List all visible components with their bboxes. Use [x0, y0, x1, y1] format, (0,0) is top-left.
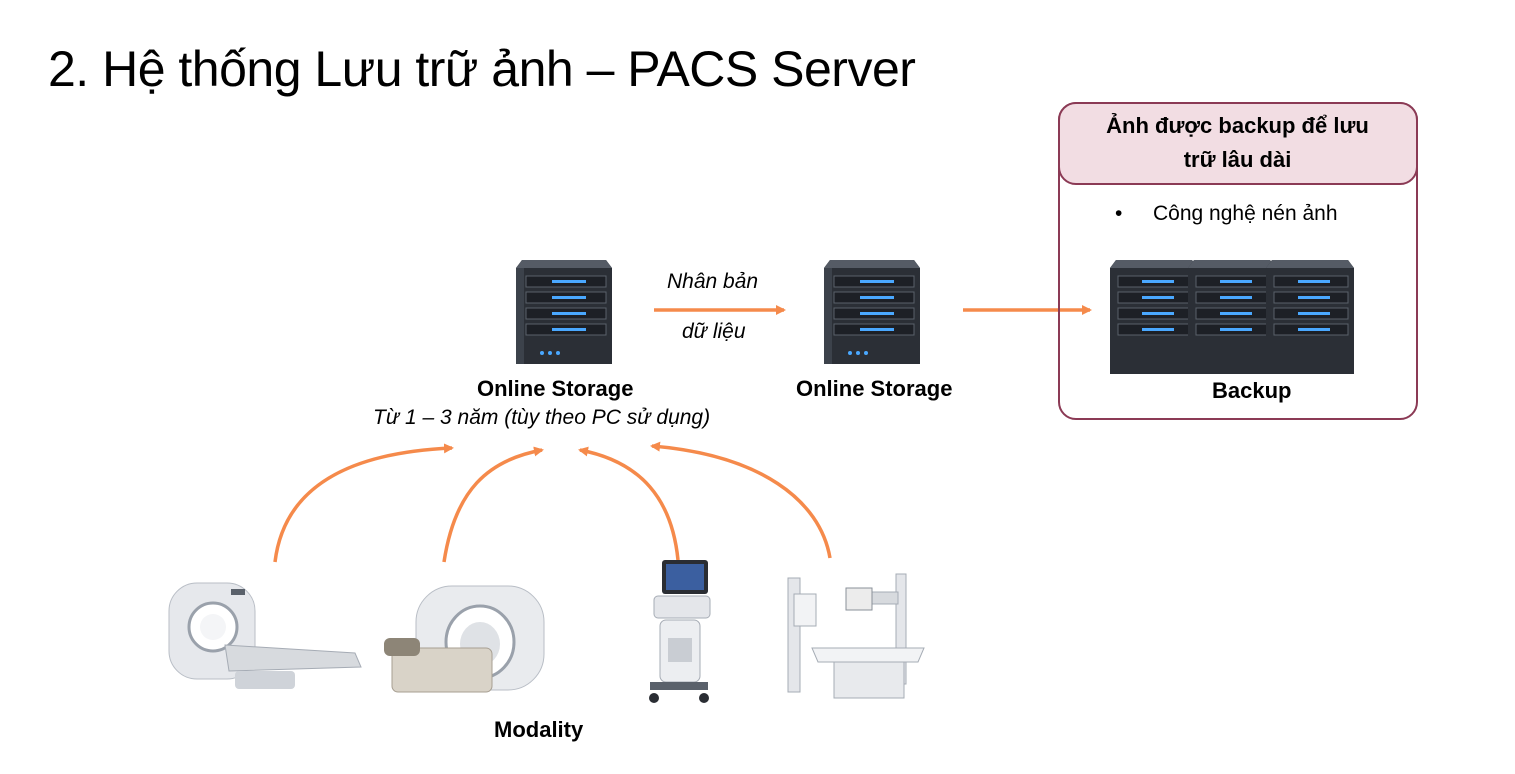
secondary-storage-label: Online Storage: [796, 376, 953, 401]
secondary-server-icon: [824, 260, 920, 364]
primary-storage-label: Online Storage: [477, 376, 634, 401]
backup-bullet: • Công nghệ nén ảnh: [1115, 202, 1338, 226]
replication-label-line2: dữ liệu: [682, 320, 746, 343]
ct-to-storage-arrow: [273, 443, 454, 563]
bullet-dot: •: [1115, 202, 1123, 225]
backup-panel-heading: Ảnh được backup để lưu trữ lâu dài: [1057, 101, 1418, 185]
mri-to-storage-arrow: [442, 446, 544, 563]
primary-server-icon: [516, 260, 612, 364]
ct-scanner-icon: [168, 582, 362, 689]
slide-title: 2. Hệ thống Lưu trữ ảnh – PACS Server: [48, 41, 916, 97]
backup-heading-text: Ảnh được backup để lưu trữ lâu dài: [1106, 113, 1369, 172]
mri-scanner-icon: [384, 585, 545, 693]
backup-servers-icon: [1110, 260, 1354, 374]
ultrasound-to-storage-arrow: [578, 446, 680, 561]
retention-period-label: Từ 1 – 3 năm (tùy theo PC sử dụng): [373, 406, 711, 429]
modality-label: Modality: [494, 717, 584, 742]
backup-bullet-text: Công nghệ nén ảnh: [1153, 202, 1338, 225]
replication-label-line1: Nhân bản: [667, 270, 759, 293]
backup-panel: Ảnh được backup để lưu trữ lâu dài • Công…: [1057, 101, 1418, 420]
x-ray-machine-icon: [787, 573, 925, 699]
backup-label: Backup: [1212, 378, 1292, 403]
xray-to-storage-arrow: [650, 441, 832, 559]
ultrasound-machine-icon: [649, 560, 711, 703]
